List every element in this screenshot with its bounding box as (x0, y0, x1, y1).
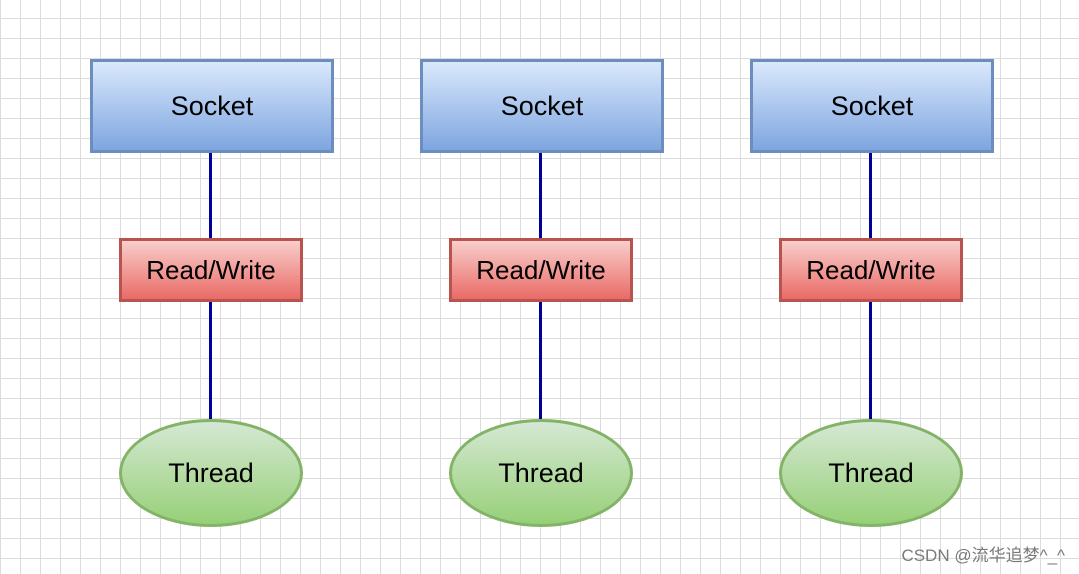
read-write-node[interactable]: Read/Write (779, 238, 963, 302)
rw-to-thread-connector (539, 299, 542, 419)
socket-to-rw-connector (539, 150, 542, 238)
read-write-node[interactable]: Read/Write (119, 238, 303, 302)
socket-node[interactable]: Socket (90, 59, 334, 153)
socket-node[interactable]: Socket (750, 59, 994, 153)
socket-thread-column-2: Socket Read/Write Thread (420, 0, 664, 574)
socket-to-rw-connector (869, 150, 872, 238)
read-write-node[interactable]: Read/Write (449, 238, 633, 302)
watermark: CSDN @流华追梦^_^ (901, 546, 1065, 565)
socket-to-rw-connector (209, 150, 212, 238)
socket-thread-column-1: Socket Read/Write Thread (90, 0, 334, 574)
socket-thread-column-3: Socket Read/Write Thread (750, 0, 994, 574)
thread-node[interactable]: Thread (119, 419, 303, 527)
thread-node[interactable]: Thread (449, 419, 633, 527)
socket-node[interactable]: Socket (420, 59, 664, 153)
thread-node[interactable]: Thread (779, 419, 963, 527)
rw-to-thread-connector (869, 299, 872, 419)
rw-to-thread-connector (209, 299, 212, 419)
